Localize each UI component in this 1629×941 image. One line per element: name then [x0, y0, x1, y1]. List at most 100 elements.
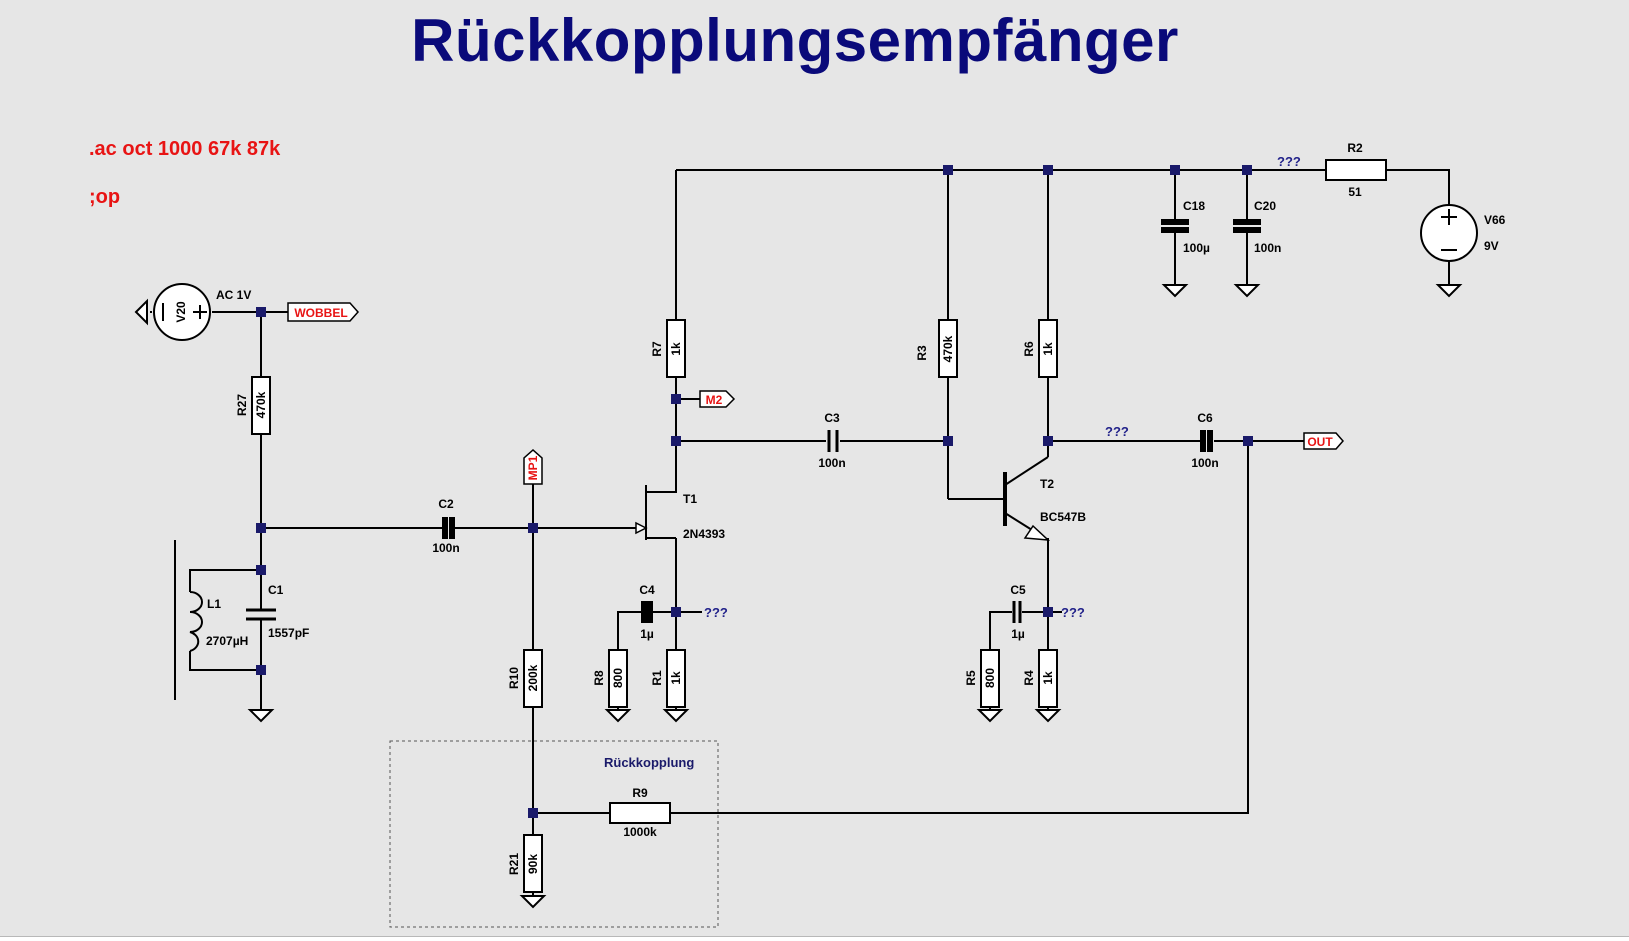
spice-directive-ac[interactable]: .ac oct 1000 67k 87k: [89, 138, 281, 160]
unknown-value: ???: [704, 605, 728, 620]
svg-text:C3: C3: [824, 411, 840, 425]
bottom-bar: [0, 936, 1629, 941]
capacitor-c18[interactable]: C18 100µ: [1161, 199, 1210, 255]
svg-text:R6: R6: [1022, 341, 1036, 357]
spice-directive-op[interactable]: ;op: [89, 186, 121, 208]
svg-text:C2: C2: [438, 497, 454, 511]
svg-text:100n: 100n: [432, 541, 459, 555]
svg-text:9V: 9V: [1484, 239, 1499, 253]
svg-text:1k: 1k: [1041, 342, 1055, 356]
svg-text:Rückkopplung: Rückkopplung: [604, 755, 694, 770]
svg-text:R5: R5: [964, 670, 978, 686]
svg-text:T1: T1: [683, 492, 697, 506]
svg-text:R2: R2: [1347, 141, 1363, 155]
resistor-r1[interactable]: 1k R1: [650, 649, 686, 708]
ground-icon: [604, 709, 632, 723]
net-label-mp1[interactable]: MP1: [523, 448, 543, 485]
ground-icon: [1435, 284, 1463, 298]
svg-text:C18: C18: [1183, 199, 1205, 213]
ground-icon: [1161, 284, 1189, 298]
resistor-r27[interactable]: 470k R27: [235, 376, 271, 435]
group-rueckkopplung[interactable]: Rückkopplung: [389, 740, 719, 928]
resistor-r21[interactable]: 90k R21: [507, 834, 543, 893]
svg-text:L1: L1: [207, 597, 221, 611]
resistor-r7[interactable]: 1k R7: [650, 319, 686, 378]
svg-text:C20: C20: [1254, 199, 1276, 213]
resistor-r9[interactable]: R9 1000k: [609, 786, 671, 839]
ground-icons: [134, 284, 1463, 909]
svg-text:V66: V66: [1484, 213, 1506, 227]
svg-text:2707µH: 2707µH: [206, 634, 248, 648]
ground-icon: [519, 895, 547, 909]
resistor-r10[interactable]: 200k R10: [507, 649, 543, 708]
svg-text:2N4393: 2N4393: [683, 527, 725, 541]
svg-text:V20: V20: [174, 301, 188, 323]
svg-text:1µ: 1µ: [640, 627, 654, 641]
resistor-r5[interactable]: 800 R5: [964, 649, 1000, 708]
capacitor-c20[interactable]: C20 100n: [1233, 199, 1281, 255]
ground-icon: [976, 709, 1004, 723]
page-title: Rückkopplungsempfänger: [411, 7, 1179, 74]
svg-text:C1: C1: [268, 583, 284, 597]
svg-text:BC547B: BC547B: [1040, 510, 1086, 524]
resistor-r4[interactable]: 1k R4: [1022, 649, 1058, 708]
svg-text:M2: M2: [706, 393, 723, 407]
unknown-value: ???: [1061, 605, 1085, 620]
unknown-value: ???: [1277, 154, 1301, 169]
ground-icon: [662, 709, 690, 723]
svg-text:470k: 470k: [254, 391, 268, 418]
svg-text:R4: R4: [1022, 670, 1036, 686]
capacitor-c1[interactable]: C1 1557pF: [246, 583, 309, 640]
svg-text:C4: C4: [639, 583, 655, 597]
inductor-l1[interactable]: L1 2707µH: [189, 591, 248, 652]
svg-text:800: 800: [611, 668, 625, 688]
unknown-value: ???: [1105, 424, 1129, 439]
svg-text:R21: R21: [507, 853, 521, 875]
svg-text:AC 1V: AC 1V: [216, 288, 251, 302]
svg-text:100n: 100n: [818, 456, 845, 470]
svg-text:1µ: 1µ: [1011, 627, 1025, 641]
svg-text:WOBBEL: WOBBEL: [294, 306, 347, 320]
unknown-markers: ??? ??? ??? ???: [704, 154, 1301, 620]
capacitor-c3[interactable]: C3 100n: [818, 411, 845, 470]
capacitor-c4[interactable]: C4 1µ: [639, 583, 655, 641]
svg-text:C5: C5: [1010, 583, 1026, 597]
svg-text:1k: 1k: [669, 671, 683, 685]
net-label-out[interactable]: OUT: [1303, 432, 1344, 450]
capacitor-c5[interactable]: C5 1µ: [1010, 583, 1026, 641]
resistor-r6[interactable]: 1k R6: [1022, 319, 1058, 378]
svg-text:1k: 1k: [669, 342, 683, 356]
svg-text:R9: R9: [632, 786, 648, 800]
transistor-t2[interactable]: T2 BC547B: [1003, 441, 1086, 541]
resistor-r2[interactable]: R2 51: [1325, 141, 1387, 199]
resistor-r8[interactable]: 800 R8: [592, 649, 628, 708]
svg-text:51: 51: [1348, 185, 1362, 199]
voltage-source-v20[interactable]: V20 AC 1V: [153, 283, 251, 341]
svg-text:R27: R27: [235, 394, 249, 416]
svg-text:R8: R8: [592, 670, 606, 686]
svg-text:100n: 100n: [1191, 456, 1218, 470]
svg-text:R3: R3: [915, 345, 929, 361]
resistor-r3[interactable]: 470k R3: [915, 319, 958, 378]
svg-text:R1: R1: [650, 670, 664, 686]
wires: [150, 169, 1450, 896]
svg-text:R10: R10: [507, 667, 521, 689]
capacitor-c2[interactable]: C2 100n: [432, 497, 459, 555]
transistor-t1[interactable]: T1 2N4393: [635, 441, 725, 541]
net-label-m2[interactable]: M2: [699, 390, 736, 408]
svg-text:C6: C6: [1197, 411, 1213, 425]
ground-icon: [1233, 284, 1261, 298]
junction-dots: [256, 165, 1253, 818]
svg-text:T2: T2: [1040, 477, 1054, 491]
voltage-source-v66[interactable]: V66 9V: [1420, 204, 1506, 262]
net-label-wobbel[interactable]: WOBBEL: [287, 302, 360, 322]
svg-text:1k: 1k: [1041, 671, 1055, 685]
svg-text:100µ: 100µ: [1183, 241, 1210, 255]
svg-text:100n: 100n: [1254, 241, 1281, 255]
svg-text:470k: 470k: [941, 335, 955, 362]
svg-text:MP1: MP1: [526, 455, 540, 480]
svg-text:1000k: 1000k: [623, 825, 657, 839]
capacitor-c6[interactable]: C6 100n: [1191, 411, 1218, 470]
ground-icon: [134, 298, 148, 326]
